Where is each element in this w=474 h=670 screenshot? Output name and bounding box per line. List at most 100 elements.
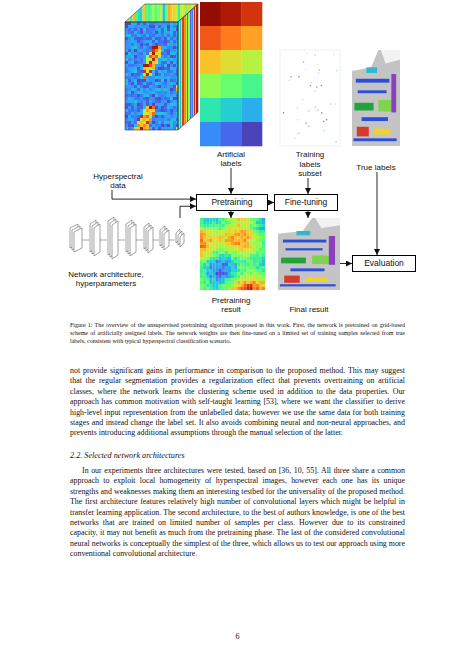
pretrain-pixel (228, 281, 231, 284)
cube-pixel (140, 25, 143, 28)
pretrain-pixel (200, 227, 203, 230)
cube-pixel (152, 127, 155, 130)
cube-pixel (149, 28, 152, 31)
cube-pixel (173, 115, 176, 118)
cube-pixel (134, 94, 137, 97)
cube-pixel (167, 91, 170, 94)
cube-pixel (167, 100, 170, 103)
cube-pixel (170, 34, 173, 37)
pretrain-pixel (237, 236, 240, 239)
cube-pixel (134, 112, 137, 115)
cube-pixel (170, 58, 173, 61)
pretrain-pixel (206, 266, 209, 269)
pretrain-pixel (200, 275, 203, 278)
pretrain-pixel (234, 272, 237, 275)
pretrain-pixel (243, 272, 246, 275)
pretrain-pixel (234, 227, 237, 230)
cube-pixel (158, 70, 161, 73)
label-cell (200, 122, 221, 146)
pretrain-pixel (247, 248, 250, 251)
pretrain-pixel (203, 275, 206, 278)
cube-pixel (125, 67, 128, 70)
cube-pixel (137, 112, 140, 115)
cube-pixel (134, 34, 137, 37)
pretrain-pixel (234, 251, 237, 254)
cube-pixel (158, 97, 161, 100)
pretrain-pixel (212, 227, 215, 230)
cube-pixel (128, 52, 131, 55)
cube-pixel (143, 52, 146, 55)
pretrain-pixel (256, 251, 259, 254)
cube-pixel (137, 67, 140, 70)
cube-pixel (134, 127, 137, 130)
cube-pixel (134, 64, 137, 67)
pretrain-pixel (216, 257, 219, 260)
cube-pixel (131, 127, 134, 130)
cube-pixel (152, 40, 155, 43)
pretrain-pixel (228, 272, 231, 275)
cube-pixel (152, 31, 155, 34)
cube-pixel (140, 37, 143, 40)
cube-pixel (128, 43, 131, 46)
cube-pixel (173, 40, 176, 43)
pretrain-pixel (219, 239, 222, 242)
cube-pixel (152, 85, 155, 88)
training-dot (317, 110, 319, 112)
cube-pixel (167, 118, 170, 121)
pretrain-pixel (206, 287, 209, 290)
cube-pixel (128, 109, 131, 112)
cube-pixel (161, 25, 164, 28)
cube-pixel (152, 49, 155, 52)
pretrain-pixel (262, 278, 265, 281)
pretrain-pixel (212, 272, 215, 275)
pretrain-pixel (240, 233, 243, 236)
pretrain-pixel (259, 227, 262, 230)
cube-pixel (155, 79, 158, 82)
pretrain-pixel (228, 278, 231, 281)
cube-pixel (146, 25, 149, 28)
cube-pixel (146, 115, 149, 118)
label-cell (221, 74, 242, 98)
pretrain-pixel (206, 221, 209, 224)
training-dot (314, 90, 316, 92)
pretrain-pixel (234, 269, 237, 272)
cube-pixel (155, 52, 158, 55)
pretrain-pixel (212, 254, 215, 257)
cube-pixel (134, 85, 137, 88)
pretrain-pixel (259, 287, 262, 290)
cube-pixel (125, 112, 128, 115)
pretrain-pixel (216, 284, 219, 287)
pretrain-pixel (250, 272, 253, 275)
pretrain-pixel (231, 248, 234, 251)
pretrain-pixel (253, 260, 256, 263)
pretrain-pixel (234, 245, 237, 248)
pretrain-pixel (200, 224, 203, 227)
cube-pixel (152, 55, 155, 58)
training-dot (310, 85, 312, 87)
cube-pixel (128, 106, 131, 109)
cube-pixel (161, 88, 164, 91)
cube-side-band (181, 4, 182, 130)
cube-pixel (140, 85, 143, 88)
cube-pixel (155, 64, 158, 67)
data-image: True labels (350, 50, 402, 172)
pretrain-pixel (206, 281, 209, 284)
cube-pixel (125, 97, 128, 100)
pretrain-pixel (247, 218, 250, 221)
cube-pixel (152, 28, 155, 31)
cube-pixel (134, 82, 137, 85)
pretrain-pixel (225, 254, 228, 257)
cube-pixel (149, 100, 152, 103)
pretrain-pixel (259, 242, 262, 245)
cube-pixel (161, 106, 164, 109)
cube-pixel (170, 79, 173, 82)
cube-pixel (167, 127, 170, 130)
flow-arrow (112, 190, 196, 199)
cube-pixel (149, 43, 152, 46)
pretrain-pixel (240, 257, 243, 260)
cube-pixel (170, 106, 173, 109)
pretrain-pixel (203, 242, 206, 245)
process-box: Fine-tuning (274, 194, 338, 211)
cube-pixel (125, 85, 128, 88)
cube-pixel (125, 37, 128, 40)
